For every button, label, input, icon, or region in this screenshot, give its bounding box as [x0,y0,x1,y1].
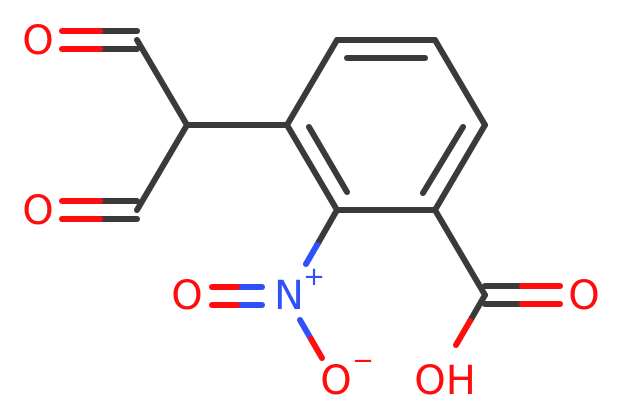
aldehyde-top [59,28,140,52]
atom-n-nitro: N [274,273,304,319]
atom-o-aldehyde-bottom: O [22,188,53,234]
ring-bond-bottom-left [284,122,340,213]
nitro-bond-n [303,242,320,267]
nitro-single-n [297,317,314,342]
atom-o-aldehyde-top: O [22,18,53,64]
benzene-ring [284,37,488,213]
carboxylic-acid [453,283,563,348]
acid-single-o [453,318,473,348]
ring-bond-bottom-left-inner [306,124,350,195]
bond-ring-to-cooh [432,207,488,298]
atom-o-nitro-single: O [320,358,351,404]
ring-bond-right [432,122,488,213]
atom-oh-acid: OH [414,358,476,404]
ring-bond-top-right [432,37,488,128]
aldehyde-bottom [59,198,140,222]
nitro-bond-c [314,207,340,248]
bond-ch-to-cho-top [134,37,190,128]
charge-o-minus: − [352,346,374,376]
carbon-chain [134,37,488,298]
atom-o-nitro-double: O [171,273,202,319]
nitro-group [209,207,340,361]
charge-n-plus: + [303,262,325,292]
ring-bond-top-left [284,37,340,128]
nitro-single-o [308,336,325,361]
acid-single-c [467,292,488,324]
atom-o-acid-double: O [568,273,599,319]
bond-ch-to-cho-bottom [134,122,190,213]
ring-bond-right-inner [420,124,466,196]
